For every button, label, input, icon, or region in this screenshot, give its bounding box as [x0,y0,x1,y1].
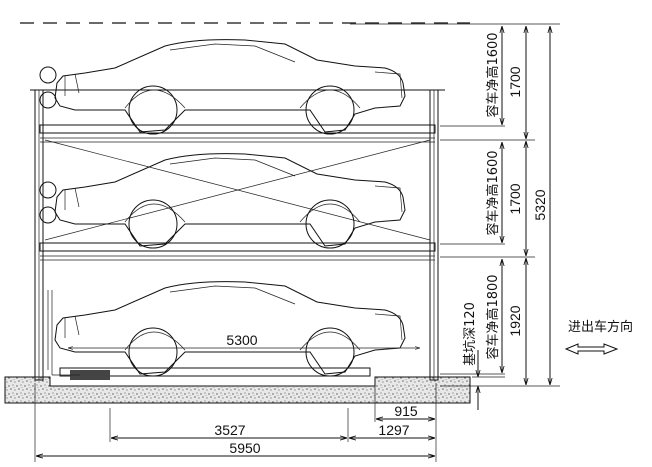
horizontal-dimensions [34,383,437,462]
steel-frame [30,66,445,381]
double-arrow-icon [564,343,619,355]
dim-1297-label: 1297 [378,422,409,438]
car-length-label: 5300 [226,332,257,348]
car-middle-level [54,153,406,249]
car-top-level [54,39,406,135]
pitch-ground-label: 1920 [507,305,523,336]
vertical-dimensions [350,23,560,410]
dim-5950-label: 5950 [229,440,260,456]
car-ground-level [54,281,406,377]
clear-height-top-label: 容车净高1600 [485,32,501,117]
pit-depth-label: 基坑深120 [463,302,478,366]
foundation-slab [4,376,471,404]
dim-3527-label: 3527 [214,422,245,438]
pitch-middle-label: 1700 [507,183,523,214]
pitch-top-label: 1700 [507,66,523,97]
clear-height-middle-label: 容车净高1600 [485,150,501,235]
entry-direction-label: 进出车方向 [568,319,633,335]
total-height-label: 5320 [532,189,548,220]
clear-height-ground-label: 容车净高1800 [485,274,501,359]
dim-915-label: 915 [394,403,418,419]
